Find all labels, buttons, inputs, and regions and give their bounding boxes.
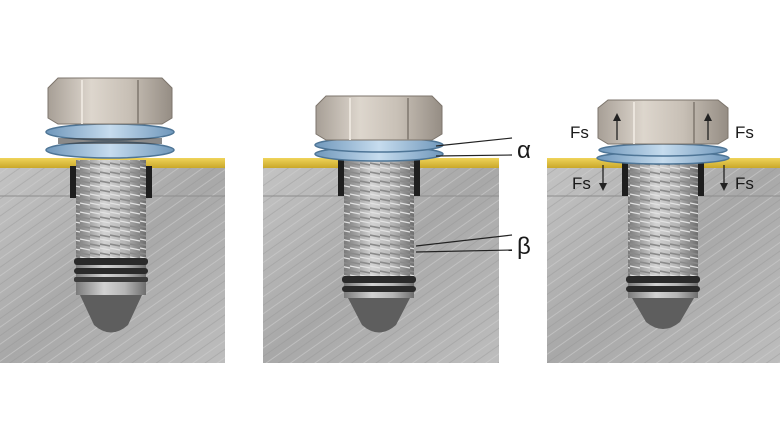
panel-2: α β: [263, 95, 531, 363]
beta-leader-top: [415, 234, 513, 247]
beta-leader-bottom: [415, 249, 513, 253]
bolt-head: [315, 95, 443, 141]
bolt-tip: [632, 298, 694, 329]
lock-ring: [626, 276, 700, 283]
panel-1: [0, 77, 225, 363]
force-label-top-right: Fs: [735, 123, 754, 142]
bolt-tip: [80, 295, 142, 333]
beta-label: β: [517, 233, 531, 260]
washer-upper: [598, 143, 728, 157]
alpha-leader-bottom: [435, 154, 513, 157]
washer-upper: [45, 123, 175, 141]
washer-lower: [45, 141, 175, 159]
force-label-bottom-right: Fs: [735, 174, 754, 193]
force-label-bottom-left: Fs: [572, 174, 591, 193]
panel-3: Fs Fs Fs Fs: [547, 99, 780, 363]
force-arrow-down-left: [599, 165, 607, 191]
lock-ring: [342, 276, 416, 283]
alpha-leader-top: [435, 137, 513, 147]
bolt-head: [597, 99, 729, 145]
bolt-tip: [348, 298, 410, 333]
force-arrow-up-right: [704, 113, 712, 140]
force-arrow-up-left: [613, 113, 621, 140]
lock-ring: [74, 258, 148, 265]
bolt-head: [47, 77, 173, 125]
alpha-label: α: [517, 137, 531, 164]
force-label-top-left: Fs: [570, 123, 589, 142]
force-arrow-down-right: [720, 165, 728, 191]
